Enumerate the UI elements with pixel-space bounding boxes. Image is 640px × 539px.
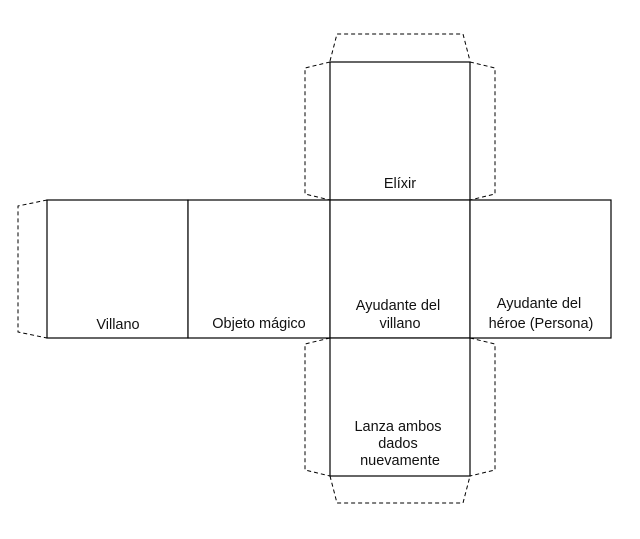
face-elixir (329, 61, 471, 201)
tab-villano-left (17, 199, 48, 339)
tab-bottom-left (304, 337, 331, 477)
label-elixir: Elíxir (384, 176, 416, 192)
label-objeto-magico: Objeto mágico (212, 316, 306, 332)
tab-top (329, 33, 471, 62)
label-ayudante-heroe: Ayudante del héroe (Persona) (489, 296, 594, 332)
tab-elixir-left (304, 61, 331, 201)
face-lanza-dados (329, 337, 471, 477)
face-ayudante-heroe (469, 199, 612, 339)
tab-bottom (329, 475, 471, 504)
face-ayudante-villano (329, 199, 471, 339)
tab-bottom-right (469, 337, 496, 477)
label-ayudante-villano: Ayudante del villano (356, 298, 444, 332)
cube-faces (46, 61, 612, 477)
tab-elixir-right (469, 61, 496, 201)
face-labels: Elíxir Villano Objeto mágico Ayudante de… (96, 176, 593, 469)
label-villano: Villano (96, 317, 139, 333)
label-lanza-dados: Lanza ambos dados nuevamente (354, 419, 445, 469)
face-objeto-magico (187, 199, 331, 339)
glue-tabs (17, 33, 496, 504)
